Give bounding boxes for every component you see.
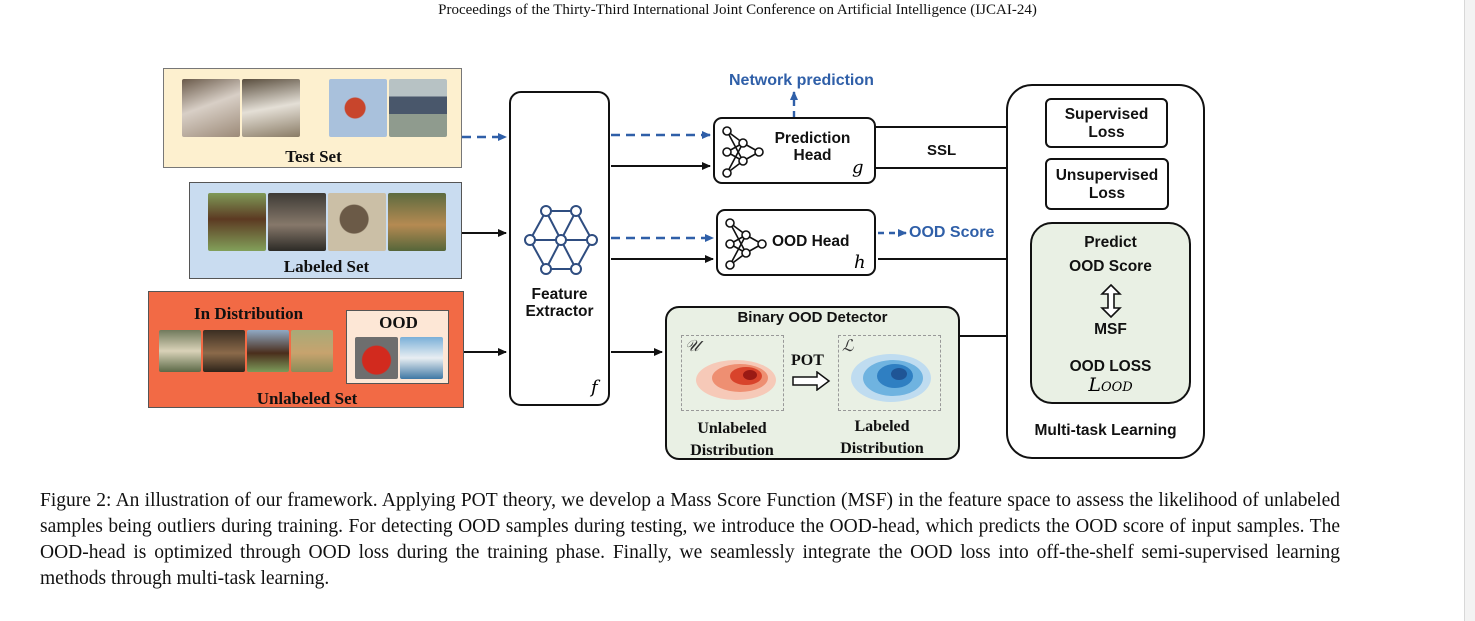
predict-label: Predict	[1084, 234, 1137, 251]
cat-thumbnail	[182, 79, 240, 137]
labeled-set-panel: Labeled Set	[189, 182, 462, 279]
red-car-thumbnail	[355, 337, 398, 379]
unsupervised-loss-label-1: Unsupervised	[1055, 167, 1159, 184]
ood-loss-label: OOD LOSS	[1069, 358, 1152, 375]
predict-ood-score-box: Predict OOD Score MSF OOD LOSS LOOD	[1030, 222, 1191, 404]
unlabeled-distribution-plot: 𝒰	[681, 335, 784, 411]
prediction-head-label-1: Prediction	[774, 130, 851, 147]
feature-extractor-box: Feature Extractor f	[509, 91, 610, 406]
test-set-panel: Test Set	[163, 68, 462, 168]
ssl-label: SSL	[927, 142, 957, 159]
binary-ood-detector-title: Binary OOD Detector	[737, 309, 888, 326]
feature-extractor-label-2: Extractor	[525, 303, 594, 320]
in-distribution-label: In Distribution	[194, 304, 304, 323]
horse-thumbnail	[208, 193, 266, 251]
multitask-label: Multi-task Learning	[1034, 422, 1177, 439]
prediction-head-box: Prediction Head g	[713, 117, 876, 184]
supervised-loss-label-2: Loss	[1088, 124, 1125, 141]
prediction-head-network-icon	[722, 126, 764, 178]
deer-thumbnail	[388, 193, 446, 251]
ood-loss-formula: LOOD	[1032, 374, 1189, 397]
network-icon	[524, 205, 598, 275]
page-header: Proceedings of the Thirty-Third Internat…	[438, 2, 1037, 18]
unlabeled-density-shape	[696, 360, 776, 400]
supervised-loss-label-1: Supervised	[1064, 106, 1149, 123]
deer2-thumbnail	[291, 330, 333, 372]
unlabeled-distribution-label-1: Unlabeled	[697, 420, 767, 437]
boat-thumbnail	[400, 337, 443, 379]
bird-thumbnail	[328, 193, 386, 251]
pot-arrow-icon	[792, 371, 831, 391]
dog-thumbnail	[242, 79, 300, 137]
ood-label: OOD	[379, 313, 418, 332]
car-thumbnail	[389, 79, 447, 137]
unsupervised-loss-box: Unsupervised Loss	[1045, 158, 1169, 210]
u-symbol: 𝒰	[685, 336, 700, 355]
labeled-distribution-plot: ℒ	[838, 335, 941, 411]
l-symbol: ℒ	[842, 336, 854, 355]
unlabeled-set-label: Unlabeled Set	[256, 389, 358, 408]
ood-head-network-icon	[725, 218, 767, 270]
loss-symbol: L	[1088, 374, 1101, 396]
ood-head-label: OOD Head	[772, 233, 850, 250]
double-arrow-icon	[1100, 284, 1122, 318]
airplane-thumbnail	[329, 79, 387, 137]
labeled-distribution-label-2: Distribution	[840, 440, 924, 457]
network-prediction-label: Network prediction	[729, 72, 874, 89]
binary-ood-detector-box: Binary OOD Detector 𝒰 POT ℒ Unlabeled	[665, 306, 960, 460]
labeled-set-label: Labeled Set	[283, 257, 370, 276]
ood-samples-panel: OOD	[346, 310, 449, 384]
predict-ood-score-label: OOD Score	[1069, 258, 1152, 275]
unsupervised-loss-label-2: Loss	[1088, 185, 1126, 202]
ood-score-output-label: OOD Score	[909, 224, 995, 241]
prediction-head-label-2: Head	[793, 147, 832, 164]
test-set-label: Test Set	[285, 147, 342, 166]
ood-head-box: OOD Head h	[716, 209, 876, 276]
msf-label: MSF	[1094, 321, 1127, 338]
figure-caption: Figure 2: An illustration of our framewo…	[40, 490, 1340, 589]
prediction-head-symbol: g	[852, 157, 864, 178]
supervised-loss-box: Supervised Loss	[1045, 98, 1168, 148]
ood-head-symbol: h	[854, 252, 866, 273]
feature-extractor-label-1: Feature	[531, 286, 588, 303]
unlabeled-set-panel: In Distribution OOD Unlabeled Set	[148, 291, 464, 408]
horse2-thumbnail	[247, 330, 289, 372]
unlabeled-distribution-label-2: Distribution	[690, 442, 774, 459]
labeled-distribution-label-1: Labeled	[854, 418, 910, 435]
vertical-scrollbar[interactable]	[1464, 0, 1475, 621]
cat2-thumbnail	[268, 193, 326, 251]
feature-extractor-symbol: f	[591, 377, 598, 398]
pot-label: POT	[791, 352, 824, 369]
bird2-thumbnail	[159, 330, 201, 372]
cat3-thumbnail	[203, 330, 245, 372]
multitask-container: Supervised Loss Unsupervised Loss Predic…	[1006, 84, 1205, 459]
loss-subscript: OOD	[1100, 380, 1133, 395]
labeled-density-shape	[851, 354, 931, 402]
